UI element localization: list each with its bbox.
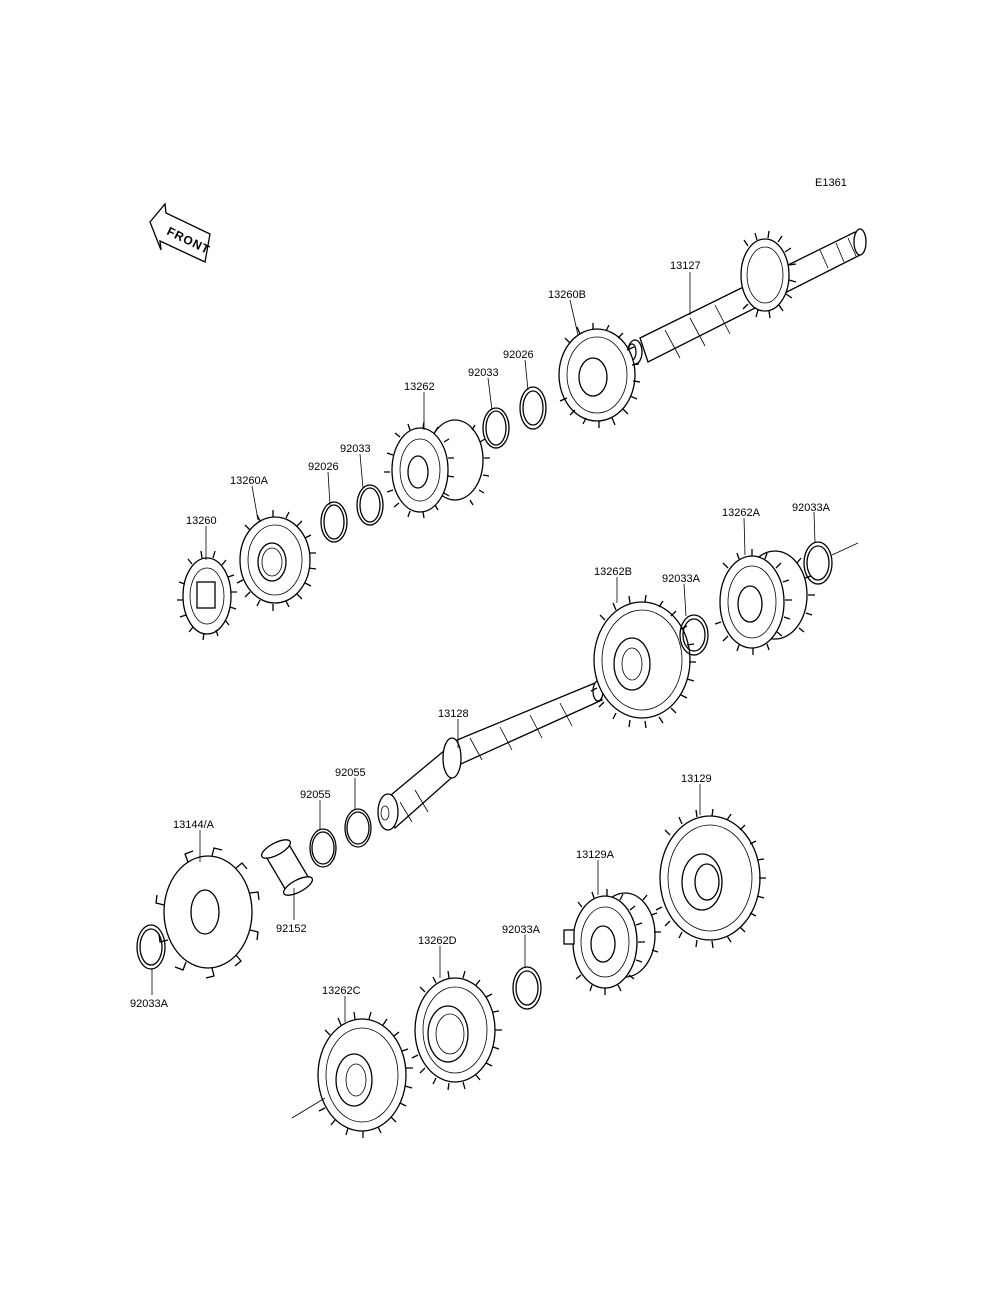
label-13127: 13127	[670, 260, 701, 272]
label-13262B: 13262B	[594, 566, 632, 578]
gear-13129A	[563, 889, 661, 995]
circlip-92033A-mid	[679, 614, 709, 656]
label-13260A: 13260A	[230, 475, 269, 487]
circlip-92033A-upper-right	[803, 541, 833, 585]
gear-13129	[655, 808, 766, 949]
collar-92152	[260, 839, 314, 896]
gear-13262A	[714, 549, 815, 655]
leader-arrow-right	[831, 542, 859, 556]
label-13262A: 13262A	[722, 507, 761, 519]
o-ring-92055-a	[344, 808, 372, 848]
label-13129: 13129	[681, 773, 712, 785]
label-92033-top: 92033	[468, 367, 499, 379]
label-92026-top: 92026	[503, 349, 534, 361]
shaft-13128	[377, 680, 604, 831]
ring-92026-top	[519, 386, 547, 430]
gear-13262D	[411, 970, 502, 1091]
label-13129A: 13129A	[576, 849, 615, 861]
label-13128: 13128	[438, 708, 469, 720]
label-92033A-mid: 92033A	[662, 573, 701, 585]
gear-13262	[384, 419, 490, 519]
leader-arrow-left	[291, 1097, 326, 1119]
gear-13262C	[317, 1011, 413, 1138]
label-13262C: 13262C	[322, 985, 361, 997]
circlip-92033A-lower	[512, 966, 542, 1010]
gear-13262B	[590, 594, 696, 729]
label-13260B: 13260B	[548, 289, 586, 301]
gear-on-shaft-13127	[740, 230, 797, 319]
label-92055-b: 92055	[300, 789, 331, 801]
label-13262: 13262	[404, 381, 435, 393]
label-92033A-lower-left: 92033A	[130, 998, 169, 1010]
circlip-92033-mid	[356, 484, 384, 526]
sprocket-13144A	[155, 847, 260, 979]
gear-13260B	[558, 323, 641, 428]
label-13260: 13260	[186, 515, 217, 527]
ring-92026-mid	[320, 501, 348, 543]
gear-13260A	[236, 510, 317, 611]
label-92026-mid: 92026	[308, 461, 339, 473]
label-92033-mid: 92033	[340, 443, 371, 455]
label-92152: 92152	[276, 923, 307, 935]
label-13262D: 13262D	[418, 935, 457, 947]
circlip-92033A-lower-left	[136, 924, 166, 970]
diagram-code: E1361	[815, 177, 847, 189]
o-ring-92055-b	[309, 828, 337, 868]
front-arrow-icon: FRONT	[149, 202, 212, 263]
gear-13260	[177, 550, 237, 641]
label-13144A: 13144/A	[173, 819, 215, 831]
label-92055-a: 92055	[335, 767, 366, 779]
circlip-92033-top	[482, 407, 510, 449]
label-92033A-lower: 92033A	[502, 924, 541, 936]
label-92033A-upper-right: 92033A	[792, 502, 831, 514]
